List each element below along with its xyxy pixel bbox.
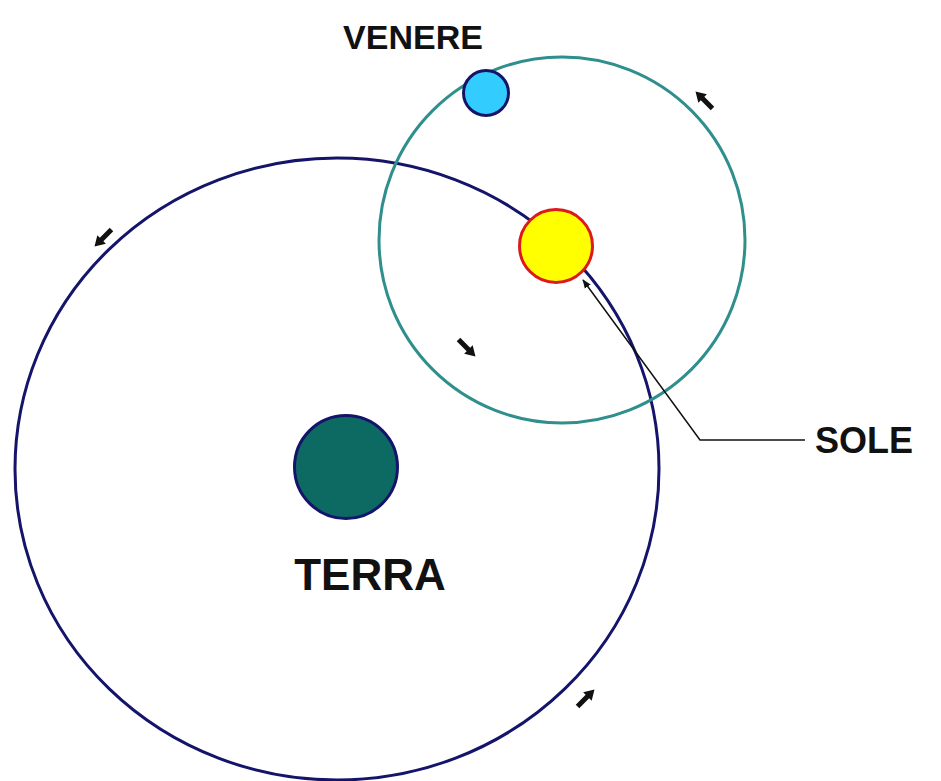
node-outline — [293, 414, 399, 520]
planet-circle — [295, 416, 398, 519]
venus-orbit — [379, 57, 745, 423]
direction-arrow — [90, 225, 115, 250]
orbit-arrows — [90, 87, 716, 710]
direction-arrow — [573, 685, 598, 710]
node-outline — [462, 69, 510, 117]
leader-line — [583, 280, 805, 440]
planet-circle: VENERE — [462, 69, 510, 117]
node-outline — [518, 208, 594, 284]
planet-label: VENERE — [343, 20, 483, 54]
sun-circle: SOLE — [518, 208, 594, 284]
planet-circle — [464, 71, 509, 116]
planet-circle: TERRA — [293, 414, 399, 520]
sun-orbit — [15, 158, 659, 780]
planet-label: TERRA — [294, 553, 446, 597]
direction-arrow — [691, 87, 716, 112]
direction-arrow — [454, 335, 479, 360]
planet-label: SOLE — [815, 423, 913, 459]
sun-circle — [520, 210, 593, 283]
